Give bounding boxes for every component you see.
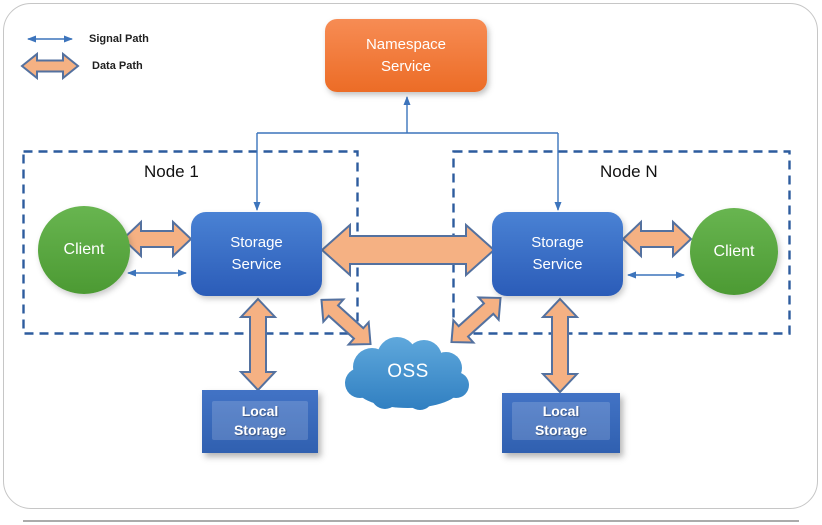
- data-arrow-oss-storage-node-n: [450, 296, 502, 344]
- window-bottom-edge: [23, 520, 799, 522]
- local-storage-label-node1: Local Storage: [233, 402, 287, 438]
- local-storage-box-node1: Local Storage: [202, 390, 318, 453]
- client-circle-node-n: Client: [690, 208, 778, 295]
- data-arrow-storage-local-node1: [238, 297, 278, 392]
- data-arrow-storage-local-node-n: [540, 297, 580, 394]
- local-storage-box-node-n: Local Storage: [502, 393, 620, 453]
- local-storage-inner-panel-node-n: Local Storage: [512, 402, 610, 440]
- storage-service-box-node-n: Storage Service: [492, 212, 623, 296]
- local-storage-label-node-n: Local Storage: [534, 403, 588, 438]
- legend-data-label: Data Path: [92, 60, 143, 72]
- client-label-node-n: Client: [713, 242, 755, 260]
- data-arrow-client-storage-node1: [121, 219, 193, 259]
- legend-signal-label: Signal Path: [89, 33, 149, 45]
- node1-label: Node 1: [144, 162, 199, 181]
- oss-label: OSS: [387, 361, 429, 382]
- data-arrow-storage-to-storage: [320, 222, 496, 278]
- oss-cloud: [345, 337, 469, 410]
- namespace-service-box: Namespace Service: [325, 19, 487, 92]
- data-arrow-storage-oss-node1: [320, 298, 372, 346]
- local-storage-inner-panel-node1: Local Storage: [212, 401, 308, 440]
- client-label-node1: Client: [63, 241, 105, 258]
- node-n-label: Node N: [600, 162, 658, 181]
- namespace-service-label: Namespace Service: [365, 35, 447, 75]
- data-arrow-storage-client-node-n: [621, 219, 693, 259]
- client-circle-node1: Client: [38, 206, 130, 294]
- storage-service-label-node1: Storage Service: [230, 234, 283, 273]
- legend-data-arrow: [20, 51, 80, 81]
- storage-service-box-node1: Storage Service: [191, 212, 322, 296]
- storage-service-label-node-n: Storage Service: [531, 234, 584, 273]
